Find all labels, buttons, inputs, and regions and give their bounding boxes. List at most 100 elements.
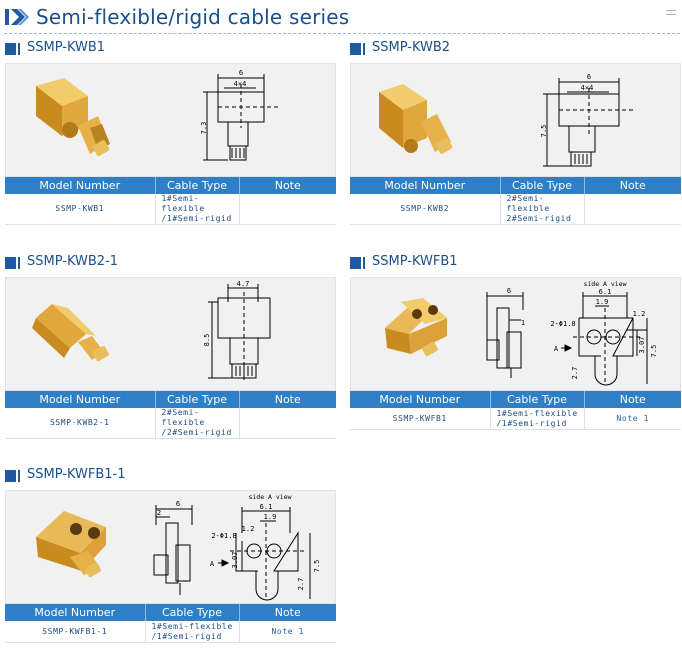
header-cable-type: Cable Type — [499, 177, 584, 194]
spec-table: Model Number Cable Type Note SSMP-KWB2-1… — [5, 391, 336, 439]
dimension-label: 3.07 — [638, 337, 646, 354]
dimension-label: 7.3 — [200, 122, 208, 135]
dimension-label: 7.5 — [650, 345, 658, 358]
table-header-row: Model Number Cable Type Note — [5, 604, 336, 621]
table-row: SSMP-KWB2-1 2#Semi-flexible/2#Semi-rigid — [5, 408, 336, 439]
dimension-label: side A view — [248, 493, 291, 501]
cable-type-line: /1#Semi-rigid — [161, 214, 232, 223]
cable-type-cell: 1#Semi-flexible/1#Semi-rigid — [144, 621, 239, 643]
header-divider — [4, 33, 680, 34]
dimension-label: 4.7 — [237, 280, 250, 288]
dimension-label: 6.1 — [599, 288, 612, 296]
product-title: SSMP-KWFB1-1 — [27, 467, 126, 482]
product-heading: SSMP-KWB2-1 — [5, 254, 305, 271]
cable-type-line: /1#Semi-rigid — [496, 418, 567, 428]
cable-type-cell: 2#Semi-flexible/2#Semi-rigid — [154, 408, 239, 439]
header-note: Note — [238, 391, 336, 408]
product-heading: SSMP-KWFB1 — [350, 254, 650, 271]
connector-photo — [36, 78, 110, 156]
page-title: Semi-flexible/rigid cable series — [36, 5, 350, 29]
header-cable-type: Cable Type — [154, 391, 239, 408]
cable-type-cell: 1#Semi-flexible/1#Semi-rigid — [489, 408, 584, 430]
dimension-label: 2-Φ1.8 — [211, 532, 236, 540]
dimension-label: 8.5 — [203, 334, 211, 347]
technical-drawing — [486, 292, 648, 386]
heading-bar-icon — [5, 470, 20, 482]
connector-photo — [379, 84, 453, 154]
dimension-label: 6 — [507, 287, 511, 295]
heading-bar-icon — [5, 257, 20, 269]
dimension-label: 2 — [157, 509, 161, 517]
product-title: SSMP-KWB2-1 — [27, 254, 119, 269]
heading-bar-icon — [350, 257, 365, 269]
dimension-label: 1 — [521, 319, 525, 327]
dimension-label: 4×4 — [234, 80, 247, 88]
dimension-label: 6 — [239, 69, 243, 77]
dimension-label: side A view — [583, 280, 626, 288]
cable-type-line: 1#Semi-flexible — [496, 408, 578, 418]
model-number-cell: SSMP-KWB1 — [5, 194, 155, 225]
header-model-number: Model Number — [5, 391, 155, 408]
technical-drawing — [208, 284, 271, 382]
cable-type-line: 2#Semi-flexible — [506, 194, 550, 213]
spec-table: Model Number Cable Type Note SSMP-KWFB1-… — [5, 604, 336, 643]
dimension-label: 2-Φ1.8 — [550, 320, 575, 328]
heading-bar-icon — [5, 43, 20, 55]
heading-bar-icon — [350, 43, 365, 55]
model-number-cell: SSMP-KWB2 — [350, 194, 500, 225]
technical-drawing — [203, 74, 281, 161]
product-title: SSMP-KWB1 — [27, 40, 106, 55]
dimension-label: A — [554, 345, 559, 353]
product-title: SSMP-KWB2 — [372, 40, 451, 55]
dimension-label: 6.1 — [260, 503, 273, 511]
dimension-label: 7.5 — [540, 125, 548, 138]
header-cable-type: Cable Type — [154, 177, 239, 194]
note-cell — [583, 194, 681, 225]
note-cell: Note 1 — [583, 408, 681, 430]
double-chevron-icon — [5, 9, 29, 25]
table-row: SSMP-KWFB1-1 1#Semi-flexible/1#Semi-rigi… — [5, 621, 336, 643]
technical-drawing — [153, 505, 311, 601]
header-model-number: Model Number — [5, 604, 145, 621]
dimension-label: A — [210, 560, 215, 568]
product-figure: 4.7 8.5 — [5, 277, 336, 391]
dimension-label: 4×4 — [581, 84, 594, 92]
cable-type-line: 2#Semi-flexible — [161, 408, 205, 427]
product-heading: SSMP-KWB2 — [350, 40, 650, 57]
cable-type-line: /2#Semi-rigid — [161, 428, 232, 437]
cable-type-line: 2#Semi-rigid — [506, 214, 572, 223]
cable-type-cell: 1#Semi-flexible/1#Semi-rigid — [154, 194, 239, 225]
dimension-label: 1.2 — [633, 310, 646, 318]
model-number-cell: SSMP-KWFB1-1 — [5, 621, 145, 643]
header-cable-type: Cable Type — [489, 391, 584, 408]
product-heading: SSMP-KWB1 — [5, 40, 305, 57]
table-header-row: Model Number Cable Type Note — [350, 391, 681, 408]
note-cell — [238, 408, 336, 439]
table-header-row: Model Number Cable Type Note — [5, 391, 336, 408]
header-cable-type: Cable Type — [144, 604, 239, 621]
product-figure: 6 1 side A view 6.1 1.9 1.2 2-Φ1.8 A 2.7… — [350, 277, 681, 391]
product-figure: 6 4×4 7.3 — [5, 63, 336, 177]
product-heading: SSMP-KWFB1-1 — [5, 467, 305, 484]
header-model-number: Model Number — [5, 177, 155, 194]
connector-photo — [32, 304, 109, 362]
connector-photo — [385, 298, 447, 357]
connector-photo — [36, 511, 106, 578]
header-note: Note — [583, 391, 681, 408]
spec-table: Model Number Cable Type Note SSMP-KWB2 2… — [350, 177, 681, 225]
model-number-cell: SSMP-KWB2-1 — [5, 408, 155, 439]
cable-type-line: /1#Semi-rigid — [151, 631, 222, 641]
cable-type-line: 1#Semi-flexible — [151, 621, 233, 631]
technical-drawing — [543, 78, 636, 167]
dimension-label: 1.9 — [596, 298, 609, 306]
dimension-label: 6 — [587, 73, 591, 81]
table-row: SSMP-KWFB1 1#Semi-flexible/1#Semi-rigid … — [350, 408, 681, 430]
note-cell: Note 1 — [238, 621, 336, 643]
dimension-label: 1.2 — [242, 525, 255, 533]
spec-table: Model Number Cable Type Note SSMP-KWB1 1… — [5, 177, 336, 225]
product-title: SSMP-KWFB1 — [372, 254, 458, 269]
dimension-label: 3.07 — [231, 552, 239, 569]
header-model-number: Model Number — [350, 177, 500, 194]
